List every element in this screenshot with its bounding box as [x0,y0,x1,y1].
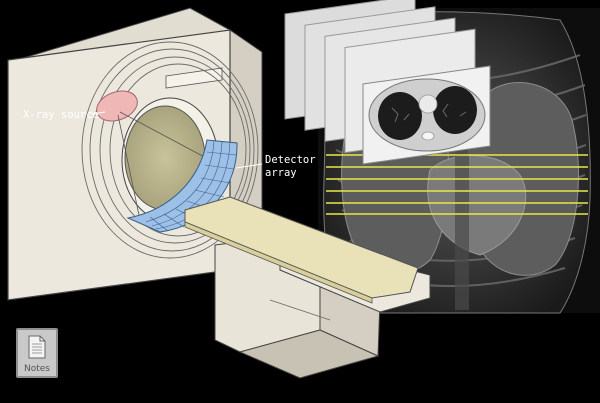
detector-array-callout: Detector array [235,154,316,179]
xray-source-callout: X-ray source [23,109,106,121]
notes-button-label: Notes [24,364,50,374]
document-icon [28,335,46,359]
xray-source-label: X-ray source [23,109,99,121]
detector-array-label-line1: Detector [265,154,316,166]
ct-gantry [7,7,263,301]
patient-table [184,196,431,379]
ct-slice-stack [284,0,491,165]
detector-array-label-line2: array [265,167,297,179]
notes-button[interactable]: Notes [16,328,58,378]
ct-slice-front [362,65,491,165]
patient-torso-illustration [318,8,600,314]
